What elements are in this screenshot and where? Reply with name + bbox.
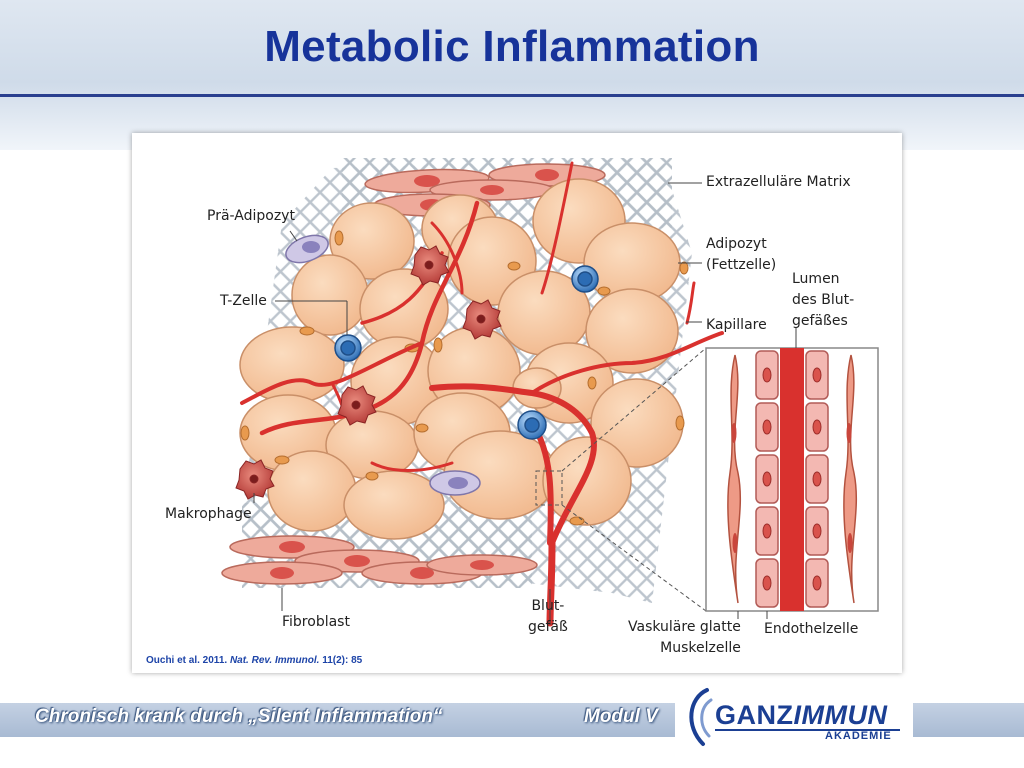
t-cells xyxy=(334,265,599,440)
footer-module: Modul V xyxy=(584,706,658,727)
fibroblast-group-bottom xyxy=(221,535,538,585)
logo-underline xyxy=(715,729,900,731)
capillary-network xyxy=(240,161,724,627)
label-lumen: Lumen des Blut- gefäßes xyxy=(792,271,855,329)
label-blood-vessel: Blut- gefäß xyxy=(528,598,568,635)
ganzimmun-logo: GANZIMMUN AKADEMIE xyxy=(675,686,913,748)
label-preadipocyte: Prä-Adipozyt xyxy=(207,208,295,224)
logo-swirl-icon xyxy=(689,688,713,746)
adipose-tissue-illustration xyxy=(221,158,879,627)
citation-authors: Ouchi et al. 2011. xyxy=(146,655,228,666)
logo-part-immun: IMMUN xyxy=(793,700,888,730)
citation: Ouchi et al. 2011. Nat. Rev. Immunol. 11… xyxy=(146,655,362,666)
label-leader-lines xyxy=(253,182,797,625)
label-adipocyte: Adipozyt (Fettzelle) xyxy=(706,236,777,273)
vessel-cross-section xyxy=(705,347,879,612)
zoom-indicator xyxy=(535,347,707,612)
label-capillary: Kapillare xyxy=(706,317,767,333)
header-band xyxy=(0,0,1024,150)
label-fibroblast: Fibroblast xyxy=(282,614,350,630)
preadipocyte-cells xyxy=(285,234,481,496)
logo-wordmark: GANZIMMUN xyxy=(715,700,887,731)
page-title: Metabolic Inflammation xyxy=(264,22,760,71)
logo-part-ganz: GANZ xyxy=(715,700,794,730)
citation-volume: 11(2): 85 xyxy=(322,655,363,666)
label-extracellular-matrix: Extrazelluläre Matrix xyxy=(706,174,851,190)
label-macrophage: Makrophage xyxy=(165,506,252,522)
logo-subtitle: AKADEMIE xyxy=(825,730,892,742)
label-smooth-muscle-cell: Vaskuläre glatte Muskelzelle xyxy=(628,619,741,656)
citation-journal: Nat. Rev. Immunol. xyxy=(229,655,320,666)
label-t-cell: T-Zelle xyxy=(220,293,267,309)
title-divider xyxy=(0,94,1024,97)
footer-course-title: Chronisch krank durch „Silent Inflammati… xyxy=(35,706,443,727)
adipocyte-cells xyxy=(239,178,684,540)
macrophages xyxy=(235,245,502,500)
diagram-panel: Extrazelluläre Matrix Adipozyt (Fettzell… xyxy=(132,133,902,673)
label-endothelial-cell: Endothelzelle xyxy=(764,621,859,637)
